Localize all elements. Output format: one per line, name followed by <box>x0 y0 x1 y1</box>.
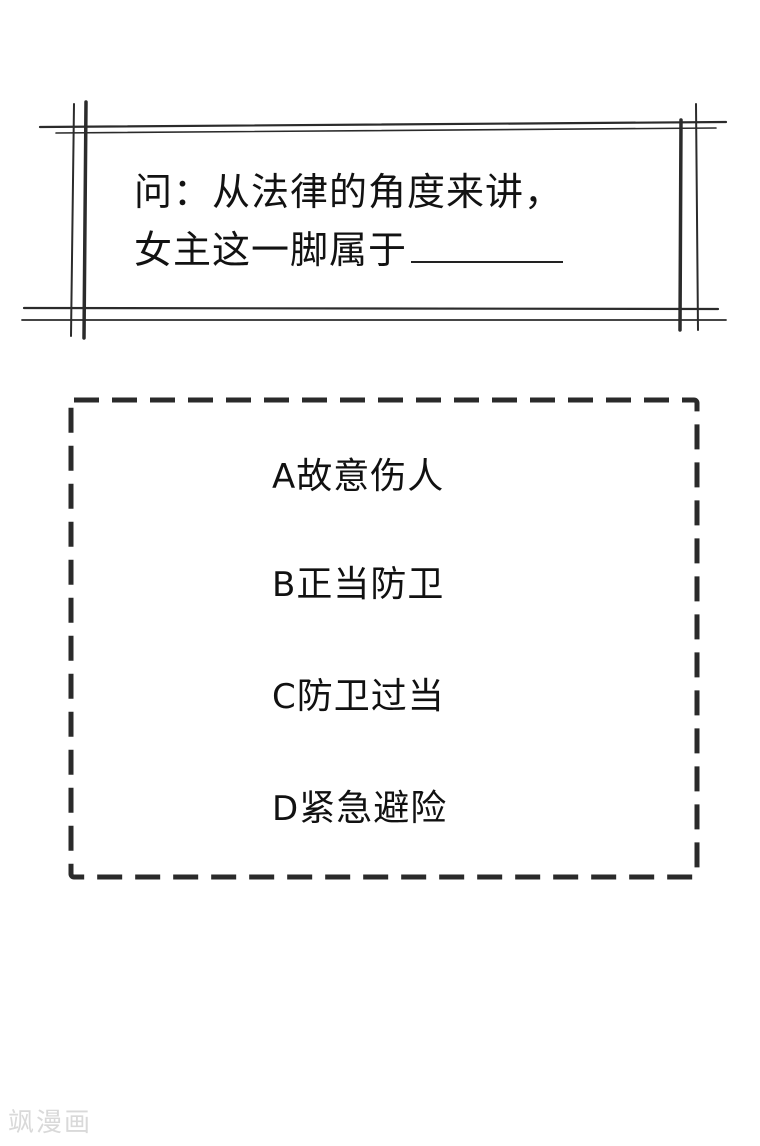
watermark: 飒漫画 <box>8 1108 93 1138</box>
option-b-text: 正当防卫 <box>296 564 445 605</box>
answer-blank <box>411 227 564 263</box>
option-a-letter: A <box>272 457 297 497</box>
dashed-border <box>68 397 700 880</box>
options-box: A故意伤人 B正当防卫 C防卫过当 D紧急避险 <box>68 397 700 880</box>
option-c-letter: C <box>272 677 297 717</box>
question-frame <box>21 100 728 340</box>
question-line-1: 问：从法律的角度来讲， <box>134 170 564 214</box>
question-text: 问：从法律的角度来讲， 女主这一脚属于 <box>134 163 634 279</box>
question-line-2: 女主这一脚属于 <box>134 221 634 279</box>
option-d-letter: D <box>272 789 300 829</box>
question-line-2-text: 女主这一脚属于 <box>134 228 408 272</box>
option-c-text: 防卫过当 <box>296 676 445 717</box>
option-a[interactable]: A故意伤人 <box>272 456 445 498</box>
option-b[interactable]: B正当防卫 <box>272 564 445 606</box>
option-b-letter: B <box>272 565 297 605</box>
option-c[interactable]: C防卫过当 <box>272 676 445 718</box>
option-a-text: 故意伤人 <box>296 456 445 497</box>
option-d[interactable]: D紧急避险 <box>272 788 448 830</box>
option-d-text: 紧急避险 <box>299 788 448 829</box>
